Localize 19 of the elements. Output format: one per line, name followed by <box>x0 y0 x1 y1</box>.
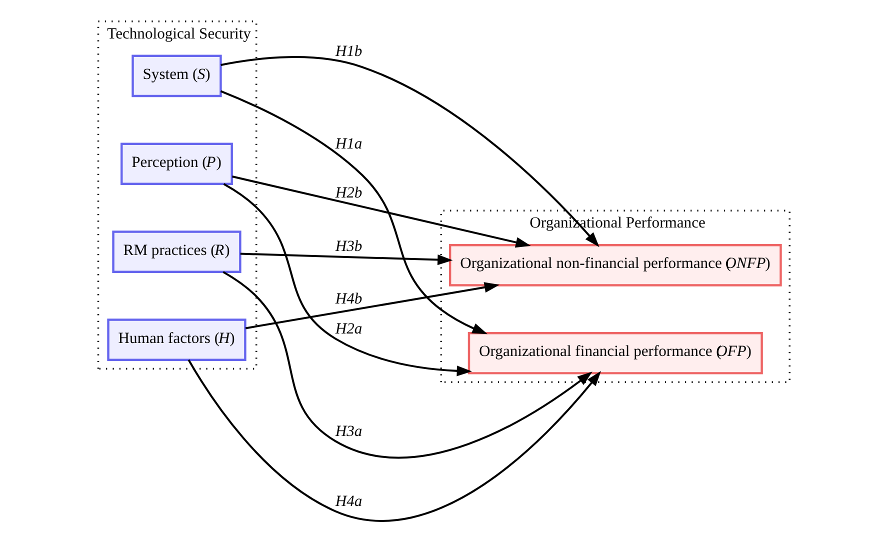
arrow <box>222 271 592 459</box>
arrow <box>220 90 488 334</box>
edge-label: H2a <box>335 320 362 338</box>
arrow <box>220 56 600 248</box>
node-box: Perception (P) <box>120 142 233 186</box>
edge-label: H4b <box>335 290 362 308</box>
edge-label: H1a <box>335 136 362 153</box>
edge-label: H4a <box>335 492 362 510</box>
arrow <box>245 282 500 330</box>
node-box: Human factors (H) <box>107 318 246 361</box>
edge-label: H3b <box>335 238 362 255</box>
edge-label: H2b <box>335 184 362 202</box>
node-box: RM practices (R) <box>112 230 242 273</box>
edge-label: H1b <box>335 43 362 60</box>
edge-label: H3a <box>335 422 362 440</box>
arrow <box>232 176 531 248</box>
arrow <box>240 252 453 266</box>
node-box: System (S) <box>132 54 222 98</box>
arrow <box>223 183 472 376</box>
